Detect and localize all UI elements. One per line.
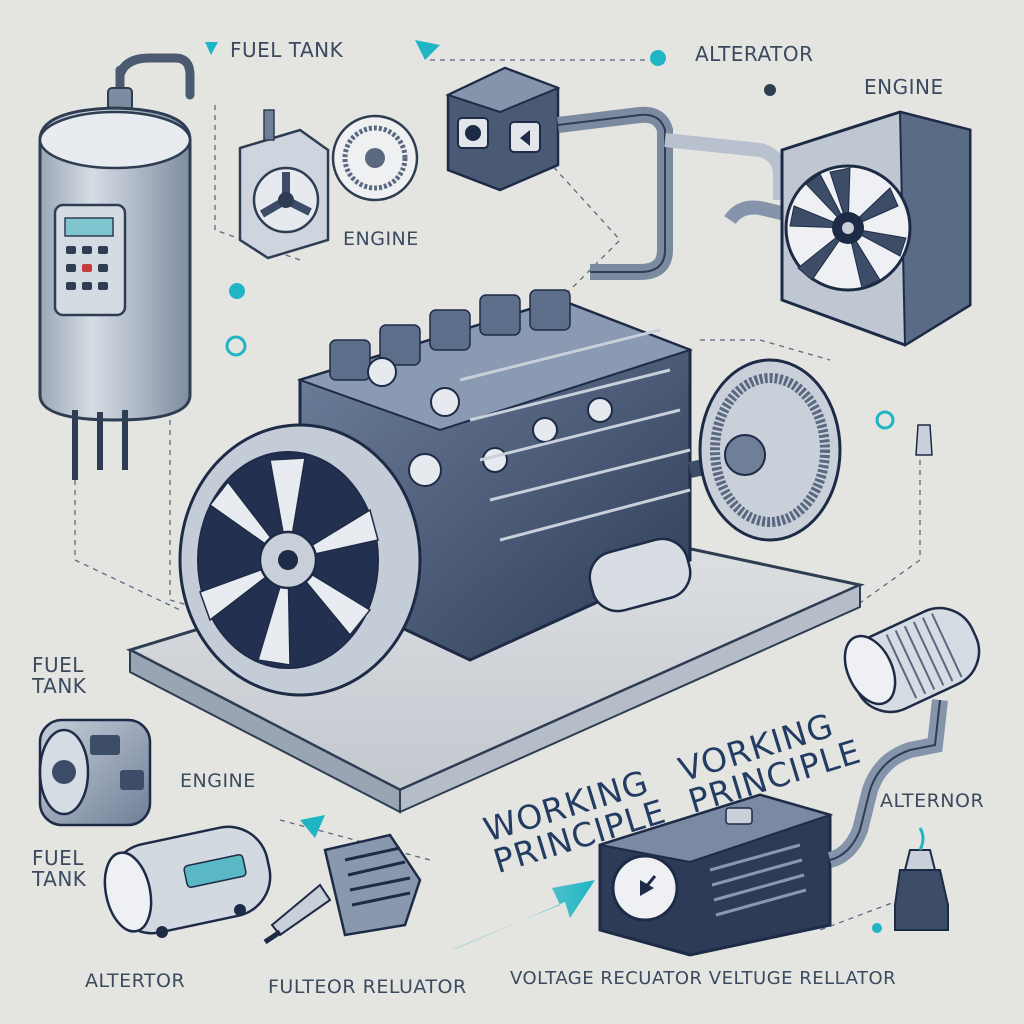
arrow-icon xyxy=(300,815,325,838)
arrow-icon xyxy=(450,880,595,950)
rear-flywheel xyxy=(698,358,842,542)
label-engine-top-right: ENGINE xyxy=(864,75,944,99)
label-fuel-tank-left-line2: TANK xyxy=(32,674,87,698)
flywheel xyxy=(178,423,422,697)
label-voltage-regulators: VOLTAGE RECUATOR VELTUGE RELLATOR xyxy=(510,968,897,989)
bottle-component xyxy=(894,827,949,931)
arrow-icon xyxy=(415,40,440,60)
teal-accents xyxy=(205,40,933,950)
alterator-box xyxy=(445,66,792,280)
voltage-regulator-box xyxy=(598,699,948,957)
label-alternor: ALTERNOR xyxy=(880,790,985,812)
label-fulteor-reluator: FULTEOR RELUATOR xyxy=(268,976,467,998)
label-fuel-tank-left-line1: FUEL xyxy=(32,653,84,677)
label-fuel-tank-top: FUEL TANK xyxy=(230,38,344,62)
label-engine-left: ENGINE xyxy=(180,770,256,792)
filter-canister xyxy=(843,606,981,714)
label-fuel-tank-left2-line2: TANK xyxy=(32,867,87,891)
small-fan-unit xyxy=(238,109,419,260)
label-fuel-tank-left-2: FUEL TANK xyxy=(32,848,86,890)
radiator-fan xyxy=(780,110,972,347)
fuel-tank-illustration xyxy=(38,53,195,480)
label-fuel-tank-left: FUEL TANK xyxy=(32,655,86,697)
label-engine-mid: ENGINE xyxy=(343,228,419,250)
label-alterator: ALTERATOR xyxy=(695,42,814,66)
label-altertor: ALTERTOR xyxy=(85,970,186,992)
alternator-cylinder xyxy=(103,825,272,938)
regulator-component xyxy=(263,833,422,945)
label-fuel-tank-left2-line1: FUEL xyxy=(32,846,84,870)
fuel-pump-component xyxy=(38,718,152,827)
